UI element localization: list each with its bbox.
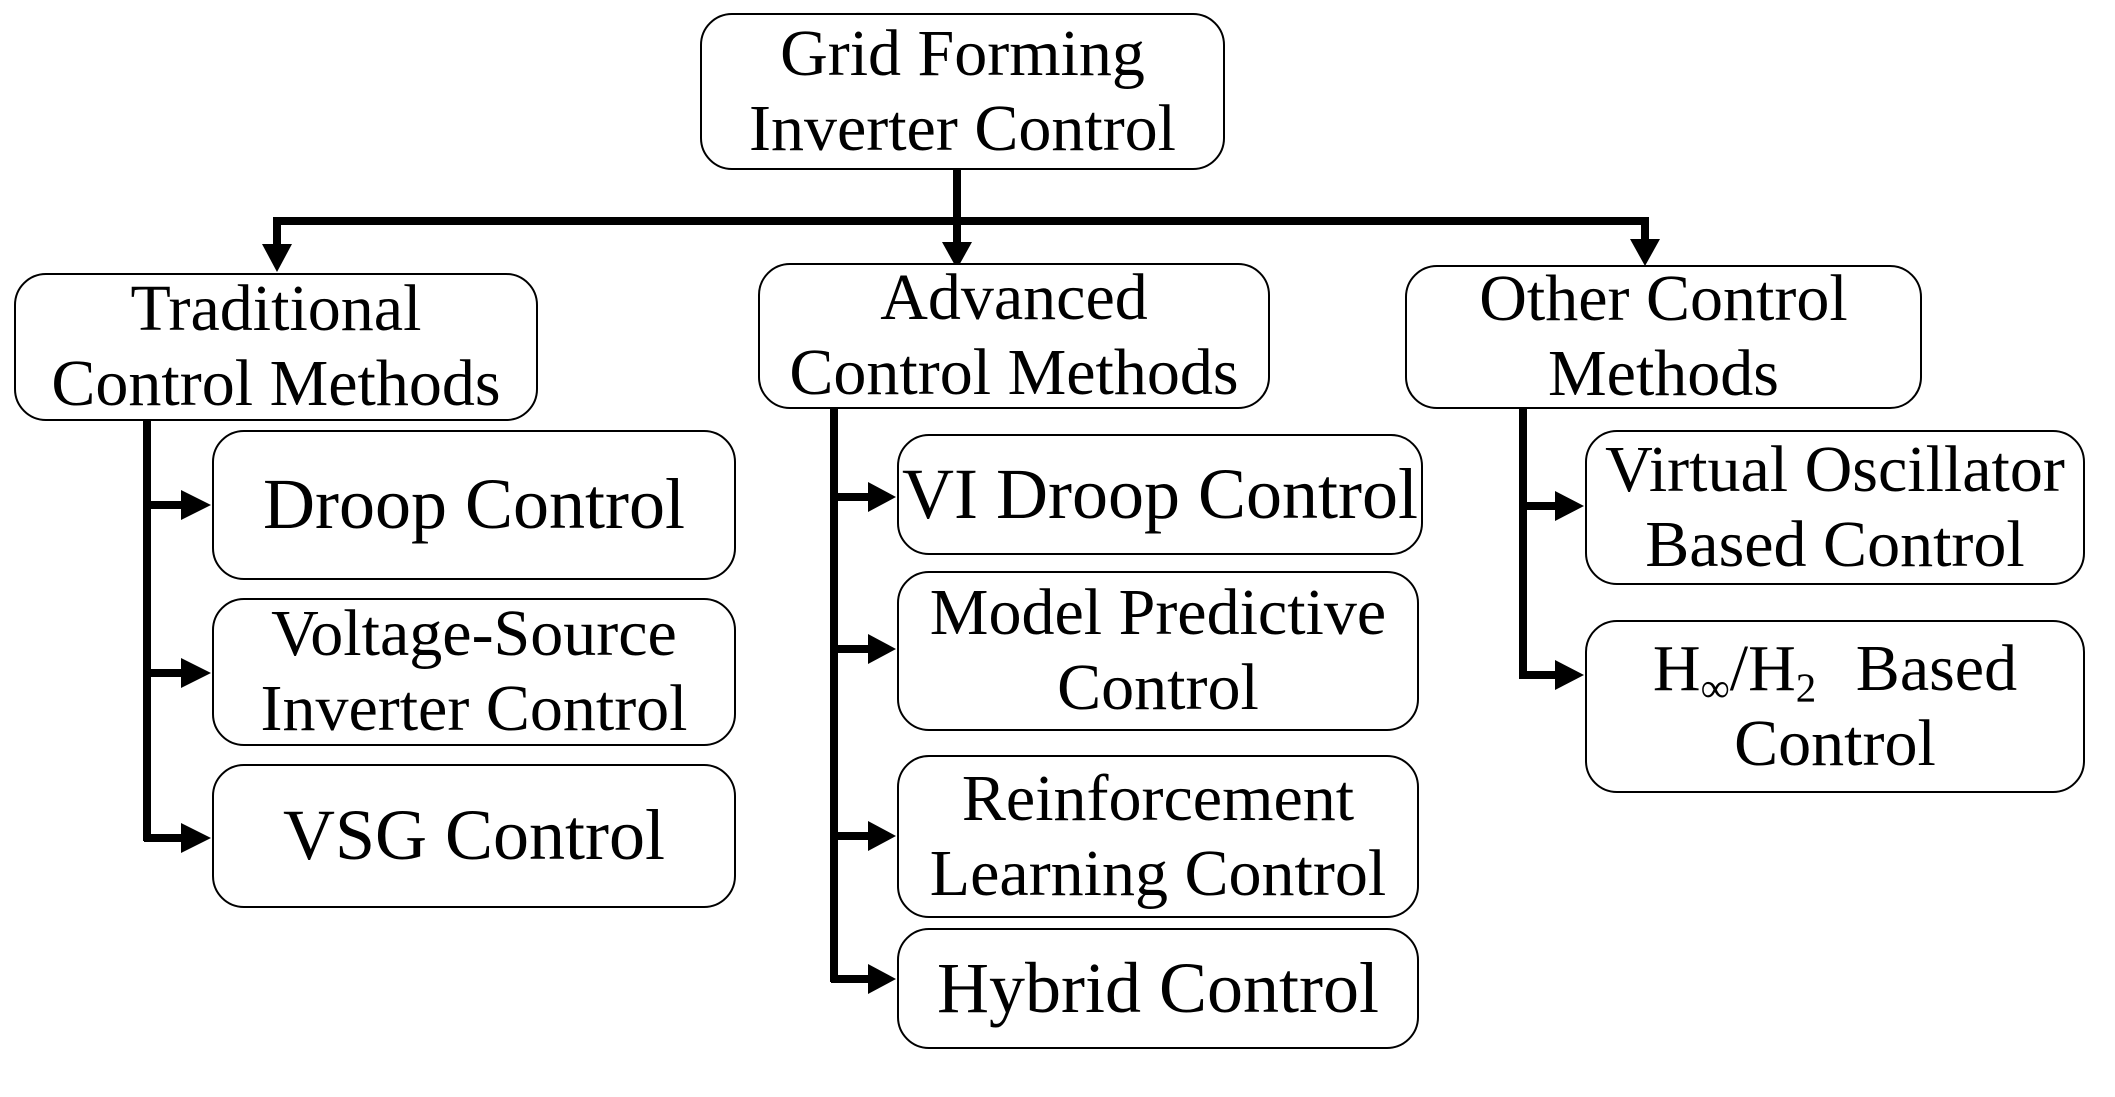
node-grid-forming-inverter-control: Grid Forming Inverter Control: [700, 13, 1225, 170]
node-label: VI Droop Control: [902, 453, 1418, 534]
based-text: Based: [1855, 631, 2018, 705]
connector-traditional-children: [143, 421, 211, 853]
node-label: Grid Forming Inverter Control: [748, 16, 1177, 165]
node-label: Hybrid Control: [937, 947, 1379, 1028]
h-infinity-subscript: ∞: [1700, 665, 1730, 711]
node-label-line2: Control: [1734, 706, 1936, 780]
node-droop-control: Droop Control: [212, 430, 736, 580]
node-label: Reinforcement Learning Control: [929, 761, 1387, 910]
node-label: Traditional Control Methods: [51, 272, 501, 420]
h-infinity-symbol-base: H: [1652, 631, 1701, 705]
node-voltage-source-inverter-control: Voltage-Source Inverter Control: [212, 597, 736, 746]
node-label: Model Predictive Control: [929, 576, 1387, 724]
node-advanced-control-methods: Advanced Control Methods: [758, 261, 1270, 409]
node-hybrid-control: Hybrid Control: [897, 928, 1419, 1049]
node-other-control-methods: Other Control Methods: [1405, 262, 1922, 410]
node-label: Advanced Control Methods: [789, 261, 1239, 409]
node-label: Voltage-Source Inverter Control: [260, 597, 688, 745]
node-label: Virtual Oscillator Based Control: [1605, 432, 2065, 581]
h2-subscript: 2: [1795, 665, 1817, 711]
connector-other-children: [1519, 409, 1584, 690]
h2-symbol-base: H: [1748, 631, 1796, 705]
node-virtual-oscillator-based-control: Virtual Oscillator Based Control: [1585, 430, 2085, 585]
node-model-predictive-control: Model Predictive Control: [897, 571, 1419, 731]
node-reinforcement-learning-control: Reinforcement Learning Control: [897, 755, 1419, 918]
slash-separator: /: [1729, 631, 1749, 705]
node-traditional-control-methods: Traditional Control Methods: [14, 272, 538, 421]
node-vsg-control: VSG Control: [212, 764, 736, 908]
connector-root-to-branches: [262, 170, 1660, 272]
node-label: Other Control Methods: [1479, 262, 1848, 410]
node-label: Droop Control: [263, 464, 685, 545]
connector-advanced-children: [830, 409, 896, 994]
node-label: VSG Control: [282, 795, 666, 876]
node-vi-droop-control: VI Droop Control: [897, 434, 1423, 555]
